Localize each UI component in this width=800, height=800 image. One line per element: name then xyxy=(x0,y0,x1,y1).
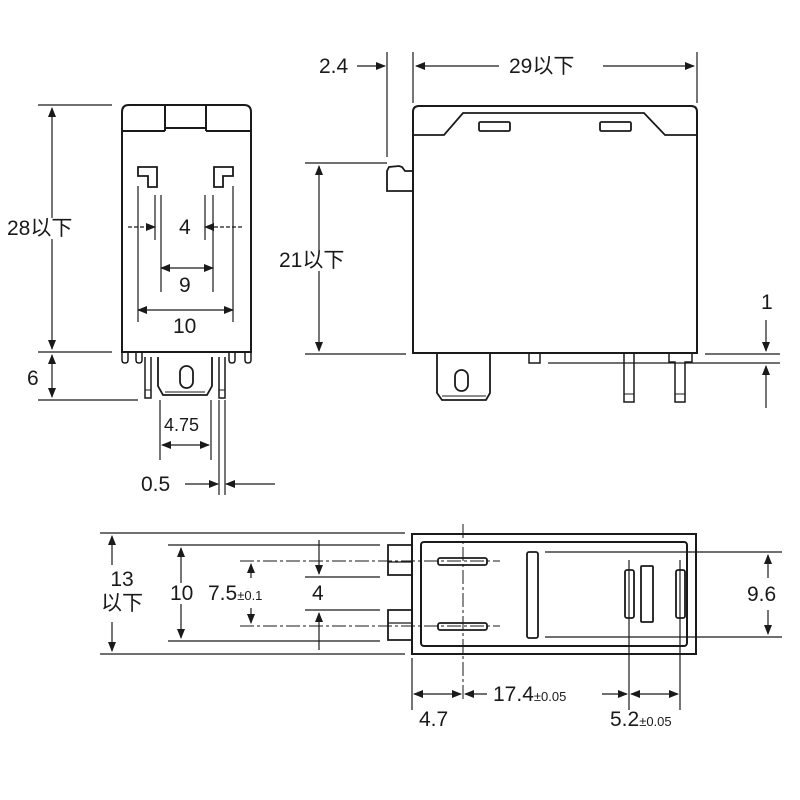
dim-bottom-5-2: 5.2±0.05 xyxy=(609,709,673,730)
dim-front-0-5: 0.5 xyxy=(140,473,172,496)
bottom-view xyxy=(100,524,782,710)
dim-bottom-4: 4 xyxy=(311,582,325,605)
side-view xyxy=(305,52,780,408)
dim-bottom-13: 13 以下 xyxy=(100,568,144,617)
dim-front-pin-height-6: 6 xyxy=(26,367,40,390)
dim-bottom-5-2-tolerance: ±0.05 xyxy=(639,714,672,729)
dim-front-10: 10 xyxy=(173,315,197,338)
dim-side-2-4: 2.4 xyxy=(318,55,350,78)
dim-bottom-7-5: 7.5±0.1 xyxy=(207,582,264,605)
dim-bottom-17-4-value: 17.4 xyxy=(493,683,534,706)
dim-bottom-13-suffix: 以下 xyxy=(101,592,143,616)
dim-bottom-13-value: 13 xyxy=(110,568,134,591)
dim-bottom-10: 10 xyxy=(169,582,195,605)
dim-bottom-17-4-tolerance: ±0.05 xyxy=(533,689,567,704)
dim-side-1: 1 xyxy=(761,291,773,314)
dim-side-height-21: 21以下 xyxy=(278,249,346,272)
dim-bottom-5-2-value: 5.2 xyxy=(610,708,640,731)
dim-front-4-75: 4.75 xyxy=(164,415,200,435)
dim-bottom-7-5-tolerance: ±0.1 xyxy=(237,588,263,603)
dim-bottom-9-6: 9.6 xyxy=(746,583,778,606)
dim-bottom-4-7: 4.7 xyxy=(419,708,449,731)
dim-front-9: 9 xyxy=(179,274,191,297)
dim-bottom-7-5-value: 7.5 xyxy=(208,582,238,605)
dim-bottom-17-4: 17.4±0.05 xyxy=(492,683,568,706)
dim-side-width-29: 29以下 xyxy=(508,55,576,78)
front-view xyxy=(38,104,275,495)
dim-front-height-28: 28以下 xyxy=(6,217,74,240)
dim-front-4: 4 xyxy=(178,216,192,239)
